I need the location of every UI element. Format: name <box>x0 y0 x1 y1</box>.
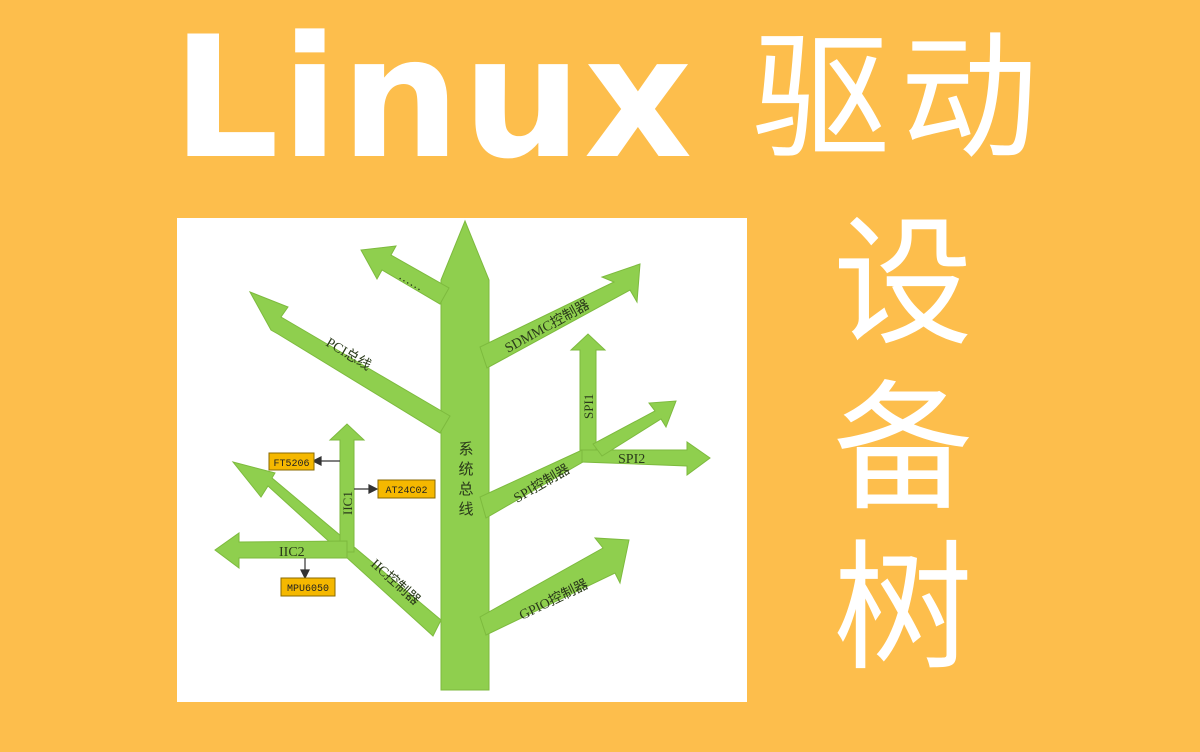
mpu6050-connector-head <box>300 569 310 580</box>
title-linux: Linux <box>172 0 695 196</box>
spi2-arrow <box>581 441 711 476</box>
title-vertical-char-1: 设 <box>832 203 973 366</box>
title-driver: 驱动 <box>752 18 1049 179</box>
label-iic2: IIC2 <box>279 545 305 560</box>
sdmmc-branch-arrow <box>479 263 641 369</box>
title-vertical-char-3: 树 <box>832 528 973 691</box>
device-box-ft5206 <box>268 452 315 471</box>
title-vertical-char-2: 备 <box>832 368 973 531</box>
trunk-label-char-1: 系 <box>458 441 473 458</box>
spi-extra-arrow <box>592 400 677 457</box>
trunk-label-char-3: 总 <box>458 481 473 498</box>
device-label-ft5206: FT5206 <box>273 459 309 470</box>
diagram-canvas: FT5206 AT24C02 MPU6050 系 统 总 线 …… PCI总线 … <box>214 219 711 691</box>
ft5206-connector-head <box>311 456 322 466</box>
gpio-branch-arrow <box>479 537 630 636</box>
pci-branch-arrow <box>248 291 451 434</box>
iic1-arrow <box>328 423 366 553</box>
device-tree-diagram: FT5206 AT24C02 MPU6050 系 统 总 线 …… PCI总线 … <box>177 218 747 702</box>
device-box-at24c02 <box>377 479 436 499</box>
trunk-label-char-2: 统 <box>458 461 473 478</box>
system-bus-trunk <box>440 219 490 691</box>
label-spi1: SPI1 <box>581 394 596 419</box>
iic2-arrow <box>214 532 348 569</box>
device-label-at24c02: AT24C02 <box>385 486 427 497</box>
spi1-arrow <box>569 333 607 451</box>
trunk-label-char-4: 线 <box>458 501 473 518</box>
at24c02-connector-head <box>368 484 379 494</box>
device-box-mpu6050 <box>280 577 336 597</box>
label-iic1: IIC1 <box>340 491 355 515</box>
device-label-mpu6050: MPU6050 <box>287 584 329 595</box>
iic-controller-branch-arrow <box>231 461 442 637</box>
dots-branch-arrow <box>360 245 450 305</box>
label-spi2: SPI2 <box>618 452 645 467</box>
